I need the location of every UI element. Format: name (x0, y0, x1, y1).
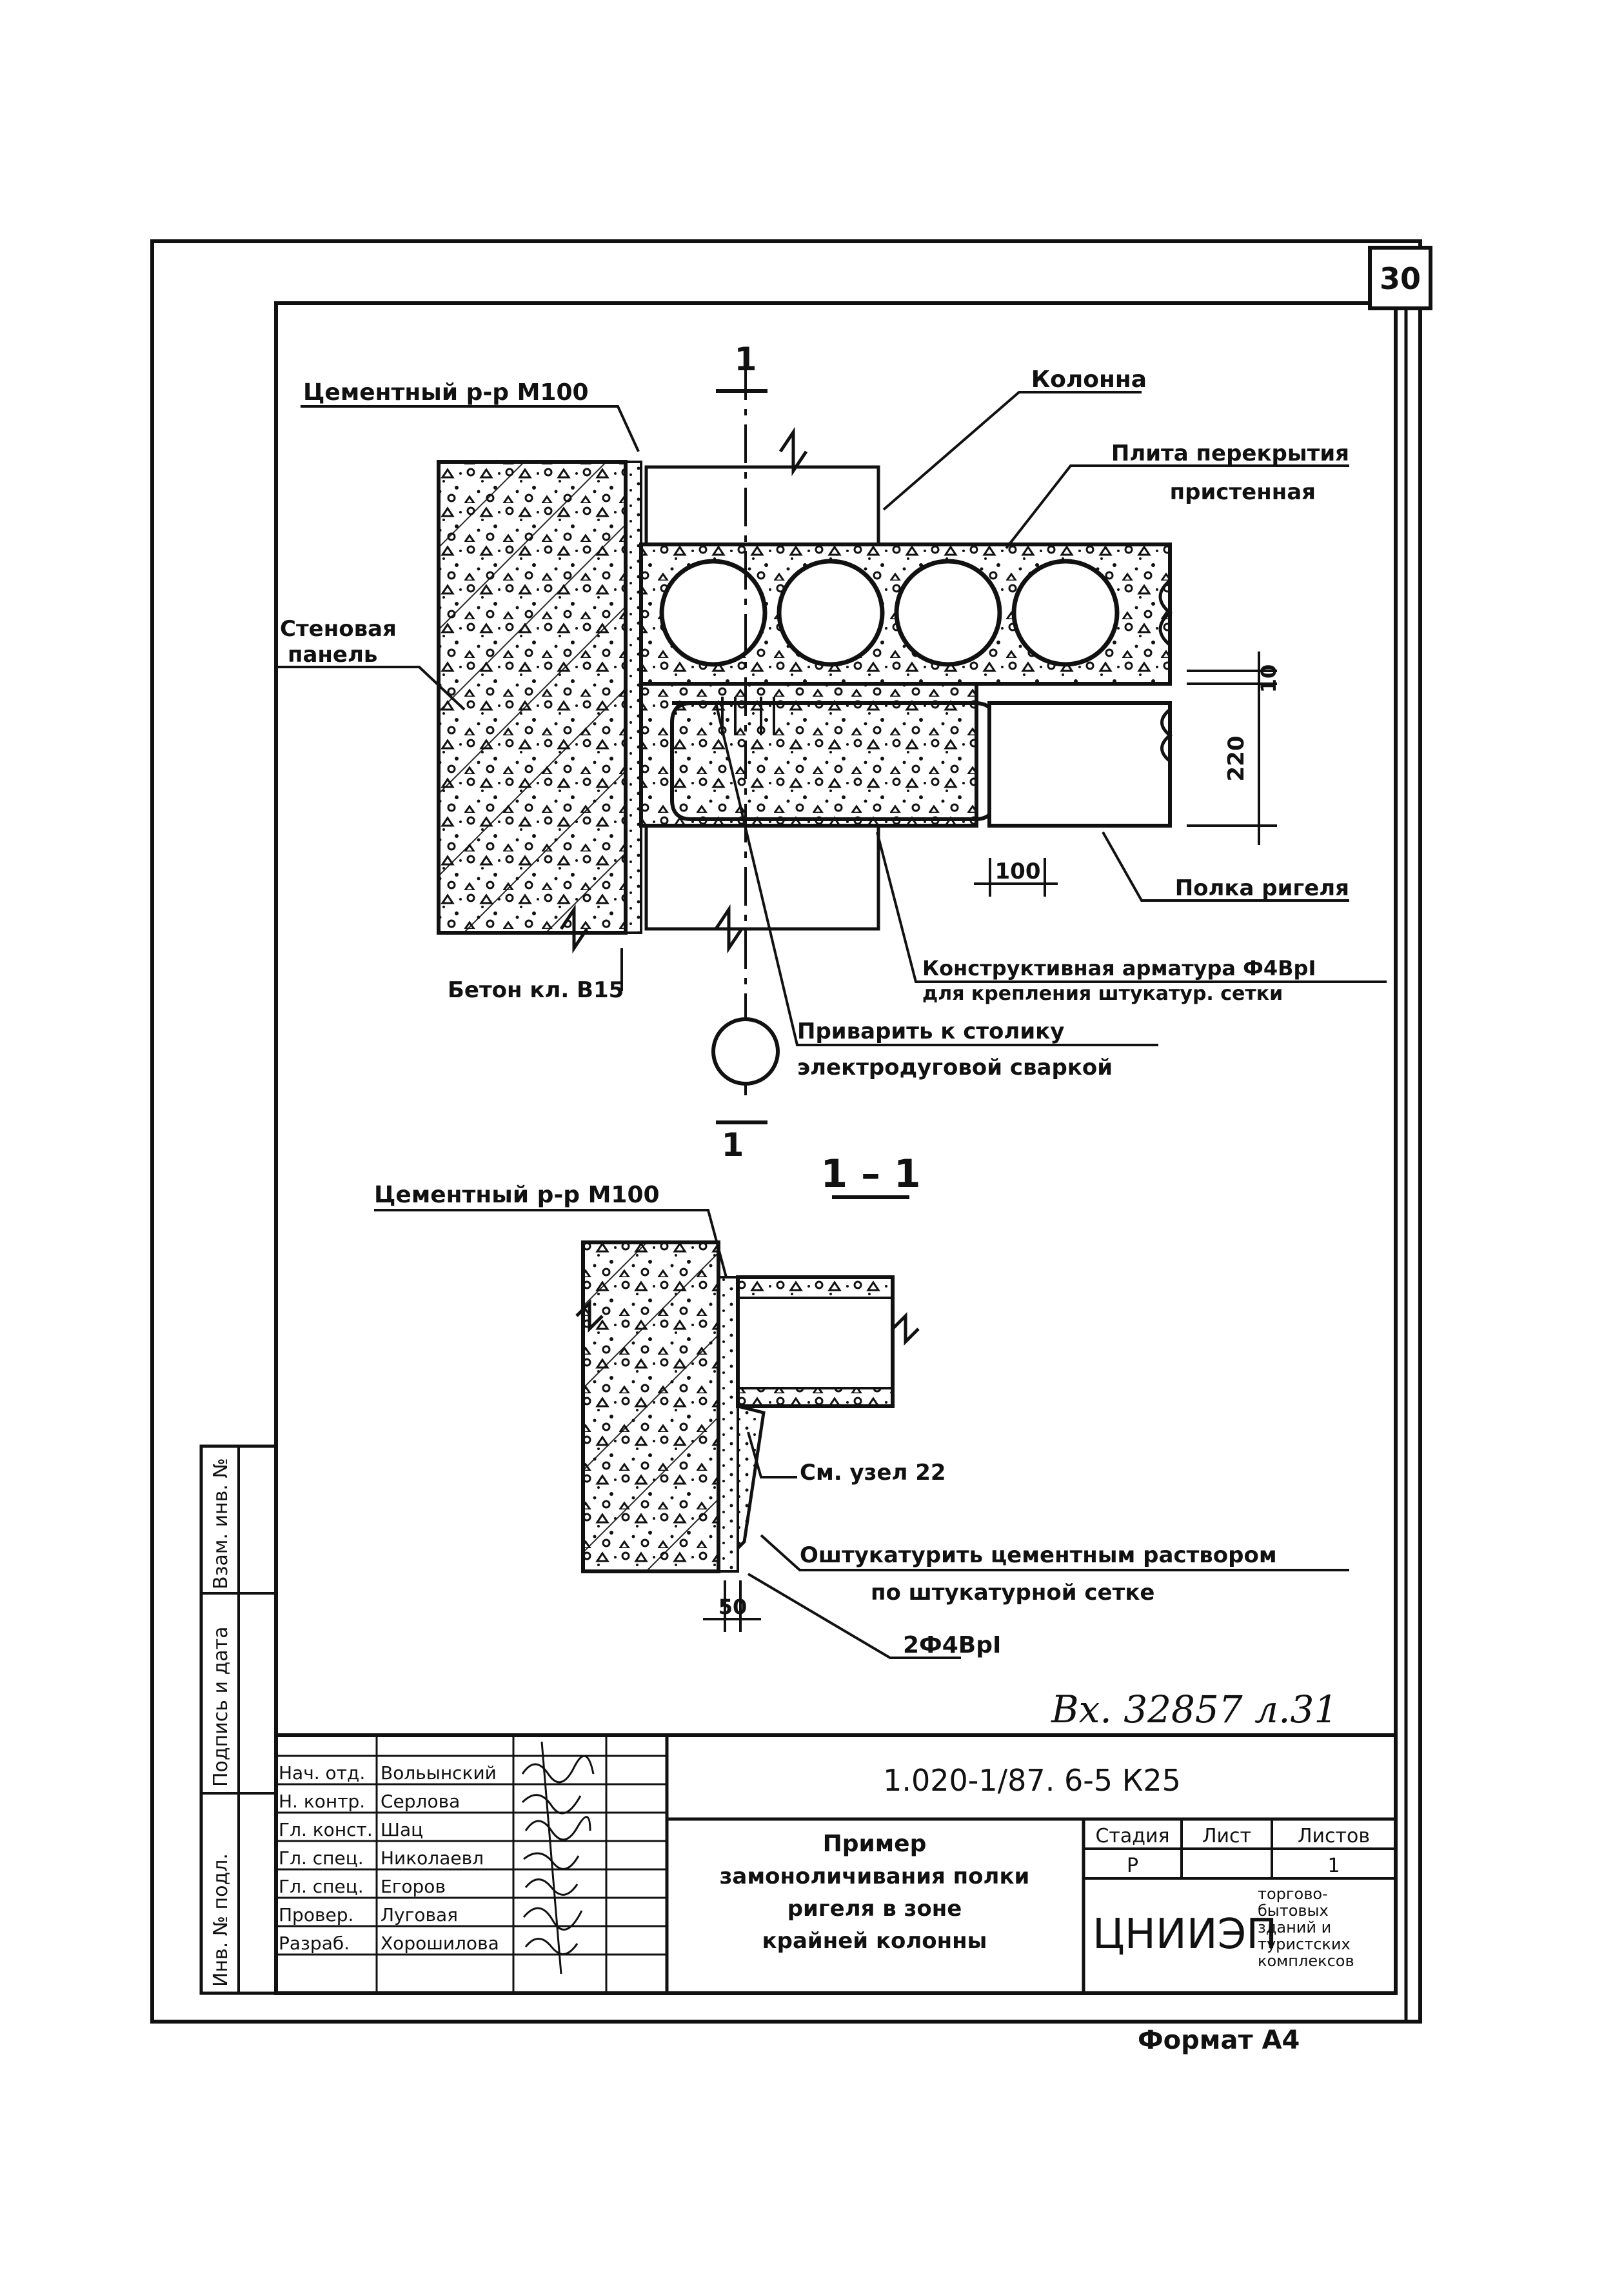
staff-role-5: Провер. (279, 1904, 353, 1926)
dim-height: 220 (1223, 736, 1249, 782)
section-label-plaster-2: по штукатурной сетке (871, 1580, 1154, 1606)
section-title: 1 – 1 (820, 1151, 920, 1197)
staff-name-3: Николаевл (381, 1847, 484, 1869)
section-mark-bottom: 1 (722, 1126, 744, 1164)
org-sub-2: бытовых (1258, 1902, 1329, 1920)
column (644, 465, 880, 546)
section-1-1: 1 – 1 Цементный р-р М100 См. узел 22 Ошт… (374, 1151, 1349, 1659)
title-block: Нач. отд. Вольынский Н. контр. Серлова Г… (274, 1733, 1398, 1995)
sheet-header: Лист (1202, 1825, 1251, 1847)
staff-name-0: Вольынский (381, 1762, 497, 1784)
org-sub-1: торгово- (1258, 1885, 1328, 1903)
stamp-replaced: Взам. инв. № (210, 1458, 232, 1589)
label-wall-panel-1: Стеновая (280, 616, 397, 642)
slab-void (659, 559, 767, 667)
staff-name-1: Серлова (381, 1791, 460, 1812)
outer-frame (150, 239, 1422, 2024)
description-line-3: ригеля в зоне (787, 1896, 962, 1922)
section-mortar (717, 1276, 739, 1573)
mortar-strip (624, 461, 642, 934)
description-line-4: крайней колонны (762, 1928, 987, 1954)
section-label-see-node: См. узел 22 (800, 1460, 946, 1486)
staff-role-4: Гл. спец. (279, 1876, 364, 1897)
staff-role-3: Гл. спец. (279, 1847, 364, 1869)
label-weld-2: электродуговой сваркой (797, 1055, 1113, 1080)
staff-role-2: Гл. конст. (279, 1819, 373, 1840)
format-label: Формат А4 (1138, 2025, 1300, 2055)
label-wall-panel-2: панель (288, 642, 377, 668)
beam-shelf-concrete (639, 682, 978, 828)
label-weld-1: Приварить к столику (797, 1019, 1064, 1044)
staff-role-6: Разраб. (279, 1933, 350, 1954)
slab-void (894, 559, 1002, 667)
dim-top-gap: 10 (1256, 664, 1281, 693)
section-label-cement: Цементный р-р М100 (374, 1182, 660, 1208)
stamp-inventory: Инв. № подл. (210, 1853, 232, 1987)
stamp-signature: Подпись и дата (210, 1627, 232, 1787)
label-slab-1: Плита перекрытия (1111, 441, 1349, 466)
side-stamp: Инв. № подл. Подпись и дата Взам. инв. № (199, 1444, 278, 1995)
beam-shelf (987, 701, 1172, 828)
description-line-2: замоноличивания полки (720, 1864, 1030, 1889)
sheets-value: 1 (1327, 1855, 1340, 1877)
dim-width: 100 (995, 859, 1041, 884)
axis-circle (711, 1017, 780, 1086)
slab-void (777, 559, 885, 667)
page-number: 30 (1380, 261, 1421, 296)
org-sub-3: зданий и (1258, 1918, 1331, 1936)
inventory-note: Вх. 32857 л.31 (1051, 1687, 1338, 1731)
label-beam-shelf: Полка ригеля (1175, 875, 1349, 901)
stage-value: Р (1127, 1855, 1138, 1877)
staff-role-0: Нач. отд. (279, 1762, 365, 1784)
signatures (521, 1741, 595, 1975)
sheets-header: Листов (1298, 1825, 1370, 1847)
staff-name-5: Луговая (381, 1904, 458, 1926)
stage-header: Стадия (1095, 1825, 1169, 1847)
description-line-1: Пример (823, 1831, 927, 1857)
staff-name-6: Хорошилова (381, 1933, 499, 1954)
section-label-rebar: 2Ф4ВрI (903, 1632, 1001, 1658)
label-rebar-2: для крепления штукатур. сетки (922, 982, 1283, 1005)
slab-void (1011, 559, 1120, 667)
label-column: Колонна (1031, 366, 1147, 393)
section-label-plaster-1: Оштукатурить цементным раствором (800, 1542, 1277, 1568)
label-cement-mortar: Цементный р-р М100 (303, 379, 589, 406)
staff-name-2: Шац (381, 1819, 423, 1840)
org-sub-4: туристских (1258, 1935, 1351, 1953)
section-mark-top: 1 (735, 341, 757, 378)
label-rebar-1: Конструктивная арматура Ф4ВрI (922, 956, 1316, 980)
org-sub-5: комплексов (1258, 1952, 1354, 1970)
section-dim-50: 50 (718, 1595, 748, 1619)
plan-view: 1 1 10 220 100 (277, 341, 1387, 1164)
designation: 1.020-1/87. 6-5 К25 (883, 1763, 1181, 1798)
label-slab-2: пристенная (1170, 479, 1316, 505)
org-name: ЦНИИЭП (1093, 1911, 1277, 1958)
staff-role-1: Н. контр. (279, 1791, 365, 1812)
page-number-box (1368, 246, 1432, 310)
label-concrete: Бетон кл. В15 (448, 977, 624, 1003)
staff-name-4: Егоров (381, 1876, 446, 1897)
